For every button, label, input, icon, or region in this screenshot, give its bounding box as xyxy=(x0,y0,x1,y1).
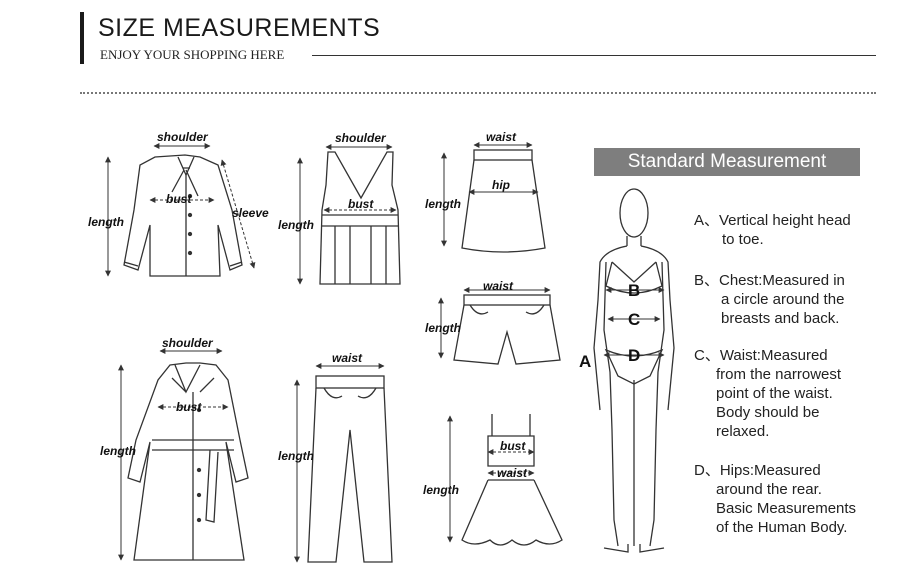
instruction-d: D、Hips:Measured around the rear. Basic M… xyxy=(694,461,856,537)
coat-arrows xyxy=(118,348,229,561)
dress-bust-label: bust xyxy=(500,439,526,453)
shirt-arrows xyxy=(105,143,256,277)
header-rule xyxy=(312,55,876,56)
page-title: SIZE MEASUREMENTS xyxy=(98,14,381,42)
tank-arrows xyxy=(297,144,397,285)
dress-arrows xyxy=(447,415,535,543)
instruction-c-line-1: C、Waist:Measured xyxy=(694,347,828,364)
coat-diagram xyxy=(127,362,249,561)
instruction-d-line-3: Basic Measurements xyxy=(716,500,857,517)
skirt-hip-label: hip xyxy=(492,178,510,192)
pants-length-label: length xyxy=(278,449,314,463)
shirt-length-label: length xyxy=(88,215,124,229)
tank-diagram xyxy=(319,151,401,285)
dress-length-label: length xyxy=(423,483,459,497)
instruction-b-line-2: a circle around the xyxy=(721,291,845,308)
body-lines xyxy=(603,287,665,358)
instruction-b-line-3: breasts and back. xyxy=(721,310,840,327)
shorts-arrows xyxy=(438,287,551,359)
instruction-c-line-5: relaxed. xyxy=(716,423,770,440)
shirt-diagram xyxy=(123,154,243,277)
dotted-divider xyxy=(80,92,876,94)
label-d: D xyxy=(628,346,640,365)
shirt-bust-label: bust xyxy=(166,192,192,206)
coat-bust-label: bust xyxy=(176,400,202,414)
dress-waist-label: waist xyxy=(497,466,528,480)
instruction-c-line-4: Body should be xyxy=(716,404,820,421)
page-subtitle: ENJOY YOUR SHOPPING HERE xyxy=(100,47,285,62)
instruction-c: C、Waist:Measured from the narrowest poin… xyxy=(694,346,841,441)
instruction-b-line-1: B、Chest:Measured in xyxy=(694,272,845,289)
coat-length-label: length xyxy=(100,444,136,458)
pants-diagram xyxy=(307,375,393,563)
label-a: A xyxy=(579,352,591,371)
label-b: B xyxy=(628,281,640,300)
skirt-arrows xyxy=(441,142,539,247)
tank-length-label: length xyxy=(278,218,314,232)
pants-arrows xyxy=(294,363,385,563)
shorts-length-label: length xyxy=(425,321,461,335)
instruction-a-line-1: A、Vertical height head xyxy=(694,212,851,229)
instruction-b: B、Chest:Measured in a circle around the … xyxy=(694,271,845,328)
skirt-length-label: length xyxy=(425,197,461,211)
standard-measurement-title: Standard Measurement xyxy=(594,148,860,176)
instruction-d-line-1: D、Hips:Measured xyxy=(694,462,821,479)
label-c: C xyxy=(628,310,640,329)
pants-waist-label: waist xyxy=(332,351,363,365)
skirt-waist-label: waist xyxy=(486,130,517,144)
shirt-shoulder-label: shoulder xyxy=(157,130,209,144)
instruction-a-line-2: to toe. xyxy=(722,231,764,248)
instruction-c-line-3: point of the waist. xyxy=(716,385,833,402)
instruction-c-line-2: from the narrowest xyxy=(716,366,842,383)
instruction-d-line-2: around the rear. xyxy=(716,481,822,498)
shorts-diagram xyxy=(453,294,561,365)
skirt-diagram xyxy=(461,149,546,253)
shirt-sleeve-label: sleeve xyxy=(232,206,269,220)
body-figure xyxy=(593,188,675,553)
tank-bust-label: bust xyxy=(348,197,374,211)
dress-diagram xyxy=(461,414,563,546)
tank-shoulder-label: shoulder xyxy=(335,131,387,145)
coat-shoulder-label: shoulder xyxy=(162,336,214,350)
shorts-waist-label: waist xyxy=(483,279,514,293)
instruction-a: A、Vertical height head to toe. xyxy=(694,211,851,249)
instruction-d-line-4: of the Human Body. xyxy=(716,519,848,536)
header-bar xyxy=(80,12,84,64)
